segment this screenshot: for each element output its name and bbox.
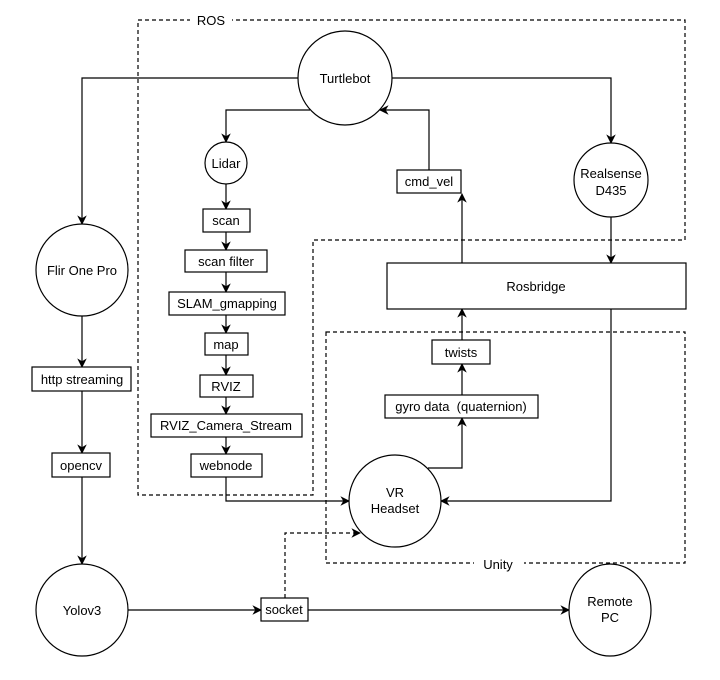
node-scan: scan <box>202 208 251 233</box>
node-flir-label: Flir One Pro <box>47 263 117 278</box>
node-http-streaming: http streaming <box>31 366 132 392</box>
node-rosbridge: Rosbridge <box>386 262 687 310</box>
edge-cmdvel-turtlebot <box>379 105 430 170</box>
edges <box>77 77 616 615</box>
node-realsense: Realsense D435 <box>573 142 649 218</box>
node-slam-label: SLAM_gmapping <box>177 296 277 311</box>
node-slam: SLAM_gmapping <box>168 291 286 316</box>
node-map-label: map <box>213 337 238 352</box>
node-flir: Flir One Pro <box>35 223 129 317</box>
node-vr-label-2: Headset <box>371 501 420 516</box>
node-turtlebot-label: Turtlebot <box>320 71 371 86</box>
unity-group-boundary <box>325 331 686 564</box>
node-gyro-label: gyro data (quaternion) <box>395 399 527 414</box>
node-rviz: RVIZ <box>199 374 254 398</box>
edge-turtlebot-realsense <box>392 77 616 144</box>
node-scan-filter: scan filter <box>184 249 268 273</box>
ros-label-bg <box>190 12 232 28</box>
ros-group-label: ROS <box>197 13 226 28</box>
node-webnode: webnode <box>190 453 263 478</box>
edge-vr-gyro <box>428 417 467 469</box>
node-rviz-cam-label: RVIZ_Camera_Stream <box>160 418 292 433</box>
node-socket-label: socket <box>265 602 303 617</box>
edge-webnode-vr <box>225 477 350 506</box>
node-twists: twists <box>431 339 491 365</box>
node-vr-label-1: VR <box>386 485 404 500</box>
node-yolov3-label: Yolov3 <box>63 603 102 618</box>
node-gyro-data: gyro data (quaternion) <box>384 394 539 419</box>
node-opencv-label: opencv <box>60 458 102 473</box>
node-scan-filter-label: scan filter <box>198 254 254 269</box>
node-remote-pc-label-1: Remote <box>587 594 633 609</box>
node-rosbridge-label: Rosbridge <box>506 279 565 294</box>
node-twists-label: twists <box>445 345 478 360</box>
node-cmd-vel-label: cmd_vel <box>405 174 454 189</box>
node-remote-pc-label-2: PC <box>601 610 619 625</box>
node-rviz-camera-stream: RVIZ_Camera_Stream <box>150 413 303 438</box>
node-http-label: http streaming <box>41 372 123 387</box>
node-turtlebot: Turtlebot <box>297 30 393 126</box>
node-socket: socket <box>260 597 309 622</box>
edge-socket-vr-dashed <box>284 528 361 598</box>
node-realsense-label-2: D435 <box>595 183 626 198</box>
node-rviz-label: RVIZ <box>211 379 240 394</box>
node-realsense-label-1: Realsense <box>580 166 641 181</box>
node-scan-label: scan <box>212 213 239 228</box>
node-vr-headset: VR Headset <box>348 454 442 548</box>
node-cmd-vel: cmd_vel <box>396 169 462 194</box>
node-lidar-label: Lidar <box>212 156 242 171</box>
node-yolov3: Yolov3 <box>35 563 129 657</box>
node-webnode-label: webnode <box>199 458 253 473</box>
edge-turtlebot-lidar <box>221 109 310 143</box>
unity-label-bg <box>474 555 524 571</box>
unity-group-label: Unity <box>483 557 513 572</box>
node-opencv: opencv <box>51 452 111 478</box>
node-remote-pc: Remote PC <box>568 563 652 657</box>
node-lidar: Lidar <box>204 141 248 185</box>
edge-rosbridge-vr <box>440 309 612 506</box>
edge-turtlebot-flir <box>77 77 298 225</box>
ros-group-boundary <box>137 19 686 496</box>
node-map: map <box>204 332 249 356</box>
